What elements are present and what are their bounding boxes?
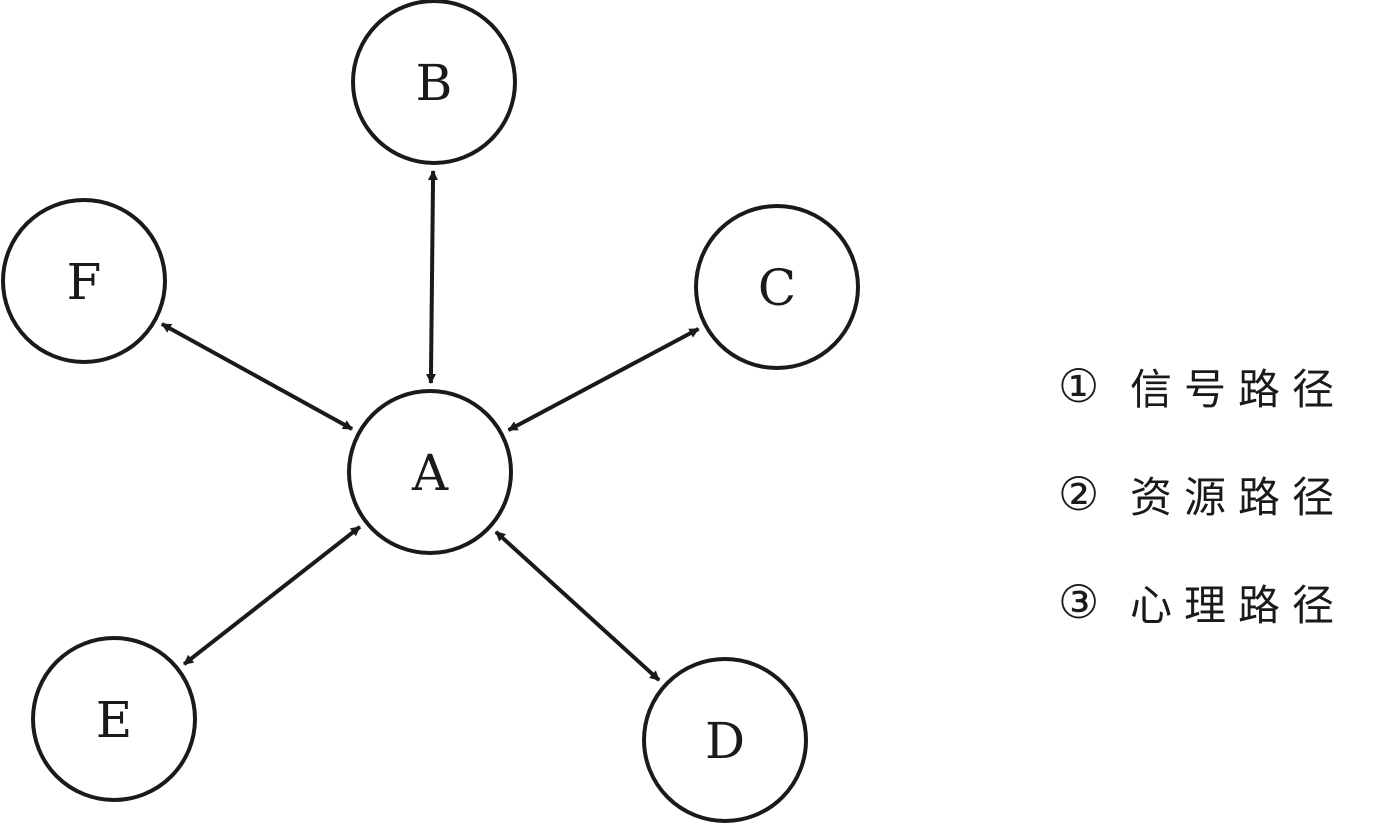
- node-e-label: E: [96, 691, 133, 749]
- edge-a-b: [425, 170, 439, 384]
- edge-a-e: [182, 525, 362, 666]
- edge-a-d: [494, 530, 661, 682]
- edge-a-f: [160, 322, 354, 431]
- node-d-label: D: [705, 712, 745, 770]
- legend-item-signal: ① 信号路径: [1058, 332, 1397, 440]
- legend-marker: ③: [1058, 575, 1100, 629]
- node-d: D: [642, 657, 808, 823]
- node-b-label: B: [416, 54, 453, 112]
- legend-text: 心理路径: [1130, 580, 1347, 630]
- legend-marker: ②: [1058, 467, 1100, 521]
- node-c: C: [694, 204, 860, 370]
- node-b: B: [351, 0, 517, 165]
- node-a: A: [347, 389, 513, 555]
- node-f: F: [1, 198, 167, 364]
- legend-item-resource: ② 资源路径: [1058, 440, 1397, 548]
- legend-marker: ①: [1058, 359, 1100, 413]
- legend-text: 资源路径: [1130, 472, 1347, 522]
- node-a-label: A: [411, 444, 449, 502]
- edge-a-c: [507, 327, 700, 432]
- node-c-label: C: [758, 259, 796, 317]
- node-f-label: F: [67, 253, 102, 311]
- legend-item-psychological: ③ 心理路径: [1058, 548, 1397, 656]
- node-e: E: [31, 636, 197, 802]
- legend-text: 信号路径: [1130, 364, 1347, 414]
- legend: ① 信号路径 ② 资源路径 ③ 心理路径: [1058, 332, 1397, 656]
